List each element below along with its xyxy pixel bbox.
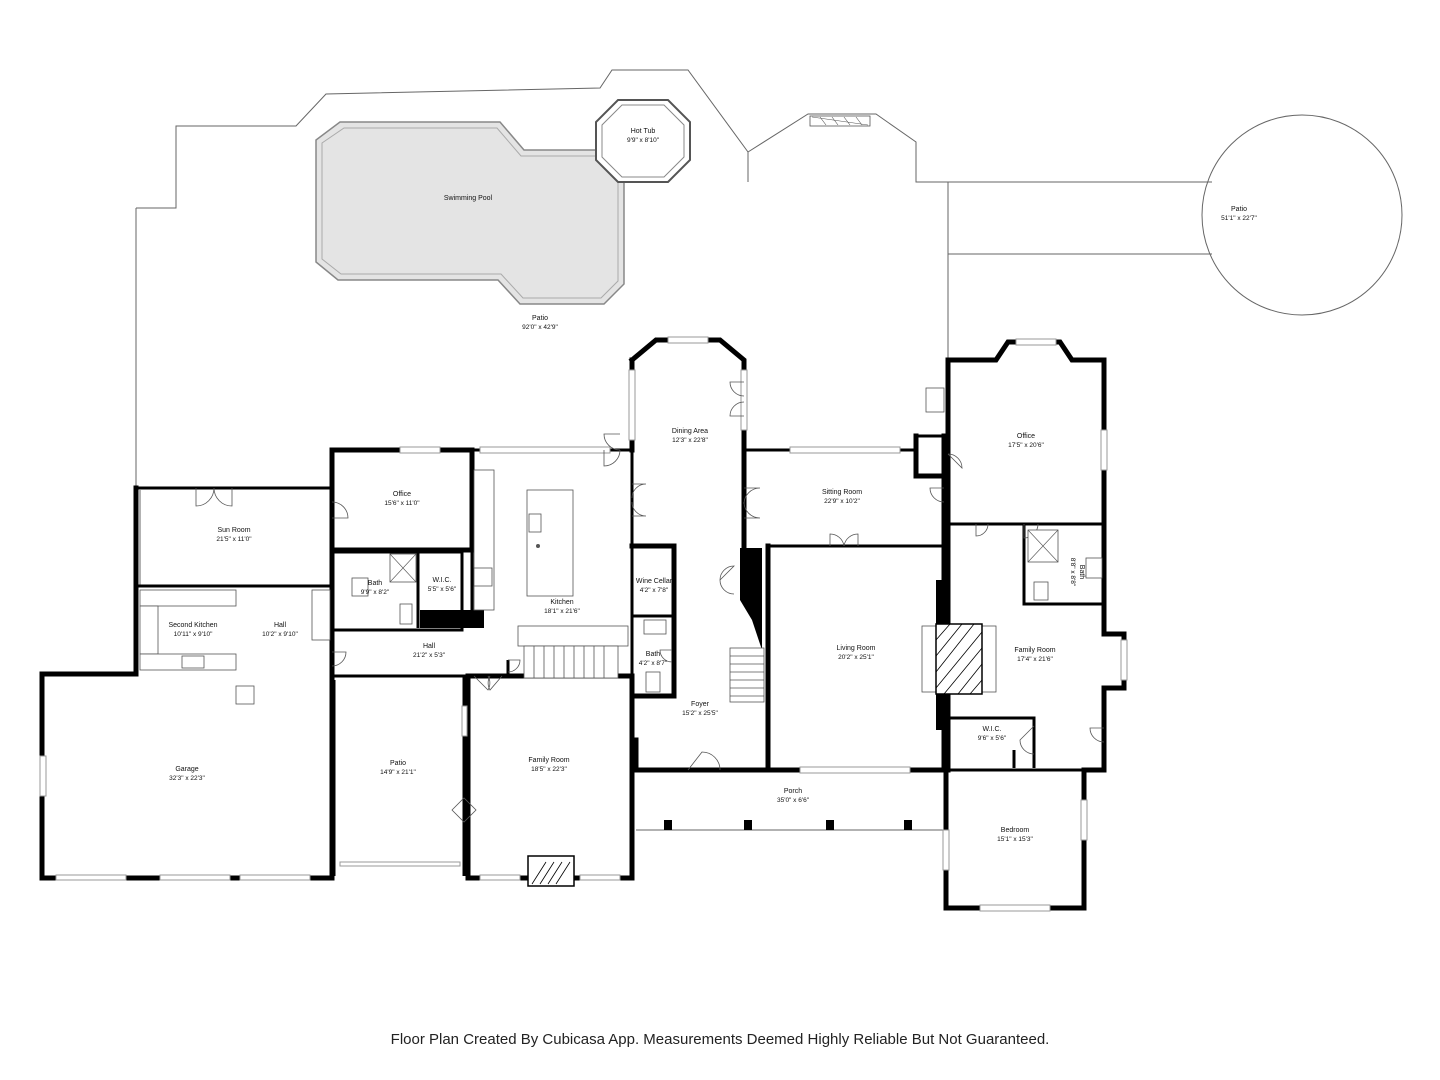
foyer-dim: 15'2" x 25'5" <box>682 710 718 717</box>
sun-room-dim: 21'5" x 11'0" <box>216 536 252 543</box>
footer-disclaimer: Floor Plan Created By Cubicasa App. Meas… <box>390 1031 1050 1048</box>
swimming-pool <box>315 121 625 305</box>
kitchen-dim: 18'1" x 21'6" <box>544 608 580 615</box>
hall-small-name: Hall <box>274 622 287 629</box>
dining-area-name: Dining Area <box>672 428 708 435</box>
patio-round-dim: 51'1" x 22'7" <box>1221 215 1257 222</box>
hall-small-dim: 10'2" x 9'10" <box>262 631 298 638</box>
bath-mid-name: Bath <box>646 651 661 658</box>
bedroom-dim: 15'1" x 15'3" <box>997 836 1033 843</box>
kitchen-name: Kitchen <box>550 599 573 606</box>
windows <box>39 336 1128 912</box>
living-room-dim: 20'2" x 25'1" <box>838 654 874 661</box>
office-left-dim: 15'6" x 11'0" <box>384 500 420 507</box>
porch-dim: 35'0" x 6'6" <box>777 797 810 804</box>
wine-cellar-dim: 4'2" x 7'8" <box>640 587 669 594</box>
hot-tub-dim: 9'9" x 8'10" <box>627 137 660 144</box>
second-kitchen-name: Second Kitchen <box>168 622 217 629</box>
office-right-name: Office <box>1017 433 1035 440</box>
room-labels: Hot Tub 9'9" x 8'10" Swimming Pool Patio… <box>168 128 1257 843</box>
garage-dim: 32'3" x 22'3" <box>169 775 205 782</box>
doors <box>195 381 1105 823</box>
swimming-pool-name: Swimming Pool <box>444 195 493 202</box>
garage-name: Garage <box>175 766 198 773</box>
fixtures <box>139 387 1103 887</box>
foyer-name: Foyer <box>691 701 710 708</box>
hall-long-dim: 21'2" x 5'3" <box>413 652 446 659</box>
patio-round-name: Patio <box>1231 206 1247 213</box>
family-room-left-dim: 18'5" x 22'3" <box>531 766 567 773</box>
patio-back-dim: 92'0" x 42'9" <box>522 324 558 331</box>
bath-left-name: Bath <box>368 580 383 587</box>
hot-tub <box>595 99 691 183</box>
wic-left-name: W.I.C. <box>432 577 451 584</box>
bath-right-name: Bath <box>1078 565 1085 580</box>
family-room-left-name: Family Room <box>528 757 569 764</box>
sitting-room-dim: 22'9" x 10'2" <box>824 498 860 505</box>
patio-front-dim: 14'9" x 21'1" <box>380 769 416 776</box>
patio-back-name: Patio <box>532 315 548 322</box>
office-left-name: Office <box>393 491 411 498</box>
wic-left-dim: 5'5" x 5'6" <box>428 586 457 593</box>
family-room-right-name: Family Room <box>1014 647 1055 654</box>
hot-tub-name: Hot Tub <box>631 128 656 135</box>
family-room-right-dim: 17'4" x 21'6" <box>1017 656 1053 663</box>
wic-right-name: W.I.C. <box>982 726 1001 733</box>
sitting-room-name: Sitting Room <box>822 489 862 496</box>
patio-outline <box>135 69 1403 488</box>
wine-cellar-name: Wine Cellar <box>636 578 673 585</box>
sun-room-name: Sun Room <box>217 527 250 534</box>
hall-long-name: Hall <box>423 643 436 650</box>
second-kitchen-dim: 10'11" x 9'10" <box>174 631 213 638</box>
porch-name: Porch <box>784 788 802 795</box>
bath-left-dim: 9'9" x 8'2" <box>361 589 390 596</box>
dining-area-dim: 12'3" x 22'8" <box>672 437 708 444</box>
bath-right-dim: 8'8" x 8'8" <box>1069 558 1076 587</box>
wic-right-dim: 9'6" x 5'6" <box>978 735 1007 742</box>
bedroom-name: Bedroom <box>1001 827 1030 834</box>
office-right-dim: 17'5" x 20'6" <box>1008 442 1044 449</box>
porch-posts <box>664 820 912 830</box>
patio-front-name: Patio <box>390 760 406 767</box>
bath-mid-dim: 4'2" x 8'7" <box>639 660 668 667</box>
living-room-name: Living Room <box>837 645 876 652</box>
